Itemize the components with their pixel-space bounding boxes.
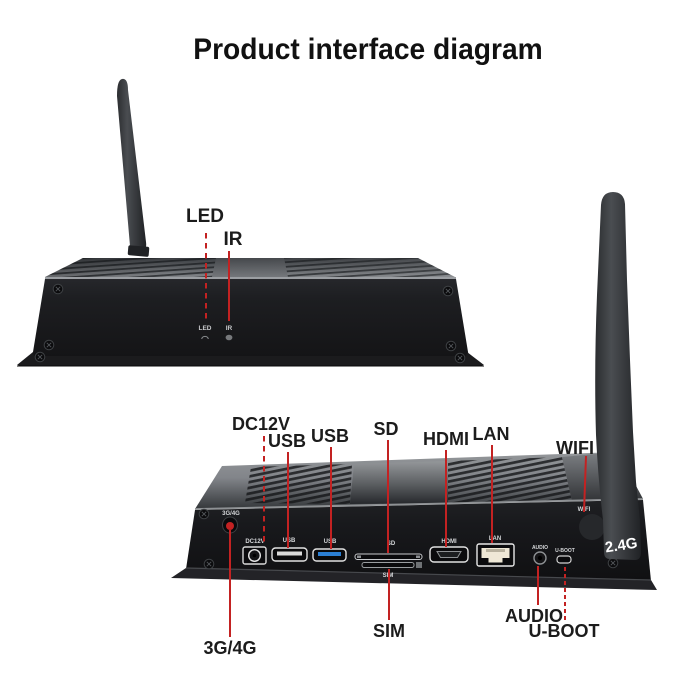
sd-slot bbox=[354, 553, 423, 560]
callout-label-uboot: U-BOOT bbox=[528, 621, 600, 641]
panel-hdmi-label: HDMI bbox=[441, 539, 457, 545]
lan-port bbox=[476, 543, 515, 567]
callout-label-usb2: USB bbox=[310, 426, 350, 446]
antenna-2g4-label: 2.4G bbox=[604, 535, 639, 557]
page-title: Product interface diagram bbox=[193, 33, 543, 66]
screw-icon bbox=[43, 339, 55, 351]
led-indicator-icon bbox=[201, 335, 209, 340]
callout-label-led: LED bbox=[186, 206, 224, 227]
panel-led-label: LED bbox=[199, 325, 212, 332]
screw-icon bbox=[52, 283, 64, 295]
panel-dc12v-label: DC12V bbox=[245, 539, 264, 545]
callout-label-sd: SD bbox=[373, 419, 399, 439]
callout-label-ir: IR bbox=[223, 229, 243, 250]
screw-icon bbox=[454, 352, 466, 364]
sim-slot bbox=[361, 562, 422, 568]
callout-label-usb1: USB bbox=[267, 431, 307, 451]
screw-icon bbox=[203, 558, 215, 570]
panel-ir-label: IR bbox=[226, 325, 233, 332]
callout-label-hdmi: HDMI bbox=[423, 429, 469, 449]
screw-icon bbox=[34, 351, 46, 363]
callout-lines bbox=[205, 233, 587, 637]
callout-label-lan: LAN bbox=[472, 424, 510, 444]
panel-3g4g-label: 3G/4G bbox=[222, 511, 240, 517]
dc-power-port bbox=[242, 546, 267, 565]
front-antenna bbox=[117, 78, 147, 253]
uboot-port bbox=[556, 555, 572, 564]
front-face bbox=[32, 279, 469, 358]
panel-uboot-label: U-BOOT bbox=[555, 548, 575, 554]
wifi-callout-line bbox=[583, 455, 587, 513]
callout-label-3g4g: 3G/4G bbox=[203, 638, 257, 658]
panel-sd-label: SD bbox=[387, 541, 396, 547]
panel-audio-label: AUDIO bbox=[532, 545, 548, 551]
wifi-antenna bbox=[595, 192, 641, 560]
usb-port-1 bbox=[271, 547, 308, 562]
hdmi-port bbox=[429, 546, 469, 563]
screw-icon bbox=[198, 508, 210, 520]
callout-label-dc12v: DC12V bbox=[231, 414, 291, 434]
device-rear-view: 3G/4G DC12V USB USB SD SIM HDMI bbox=[171, 192, 657, 590]
usb-port-2 bbox=[312, 548, 347, 562]
callout-label-wifi: WIFI bbox=[556, 438, 594, 458]
ir-receiver-icon bbox=[225, 334, 233, 341]
screw-icon bbox=[442, 285, 454, 297]
callout-label-sim: SIM bbox=[372, 621, 406, 641]
3g4g-callout-dot bbox=[226, 522, 234, 530]
callout-label-audio: AUDIO bbox=[505, 606, 563, 626]
screw-icon bbox=[445, 340, 457, 352]
device-front-view: LED IR bbox=[17, 78, 484, 367]
panel-usb1-label: USB bbox=[283, 538, 296, 544]
panel-lan-label: LAN bbox=[489, 536, 501, 542]
screw-icon bbox=[607, 557, 619, 569]
audio-jack bbox=[533, 551, 547, 565]
antenna-hinge bbox=[579, 514, 605, 540]
